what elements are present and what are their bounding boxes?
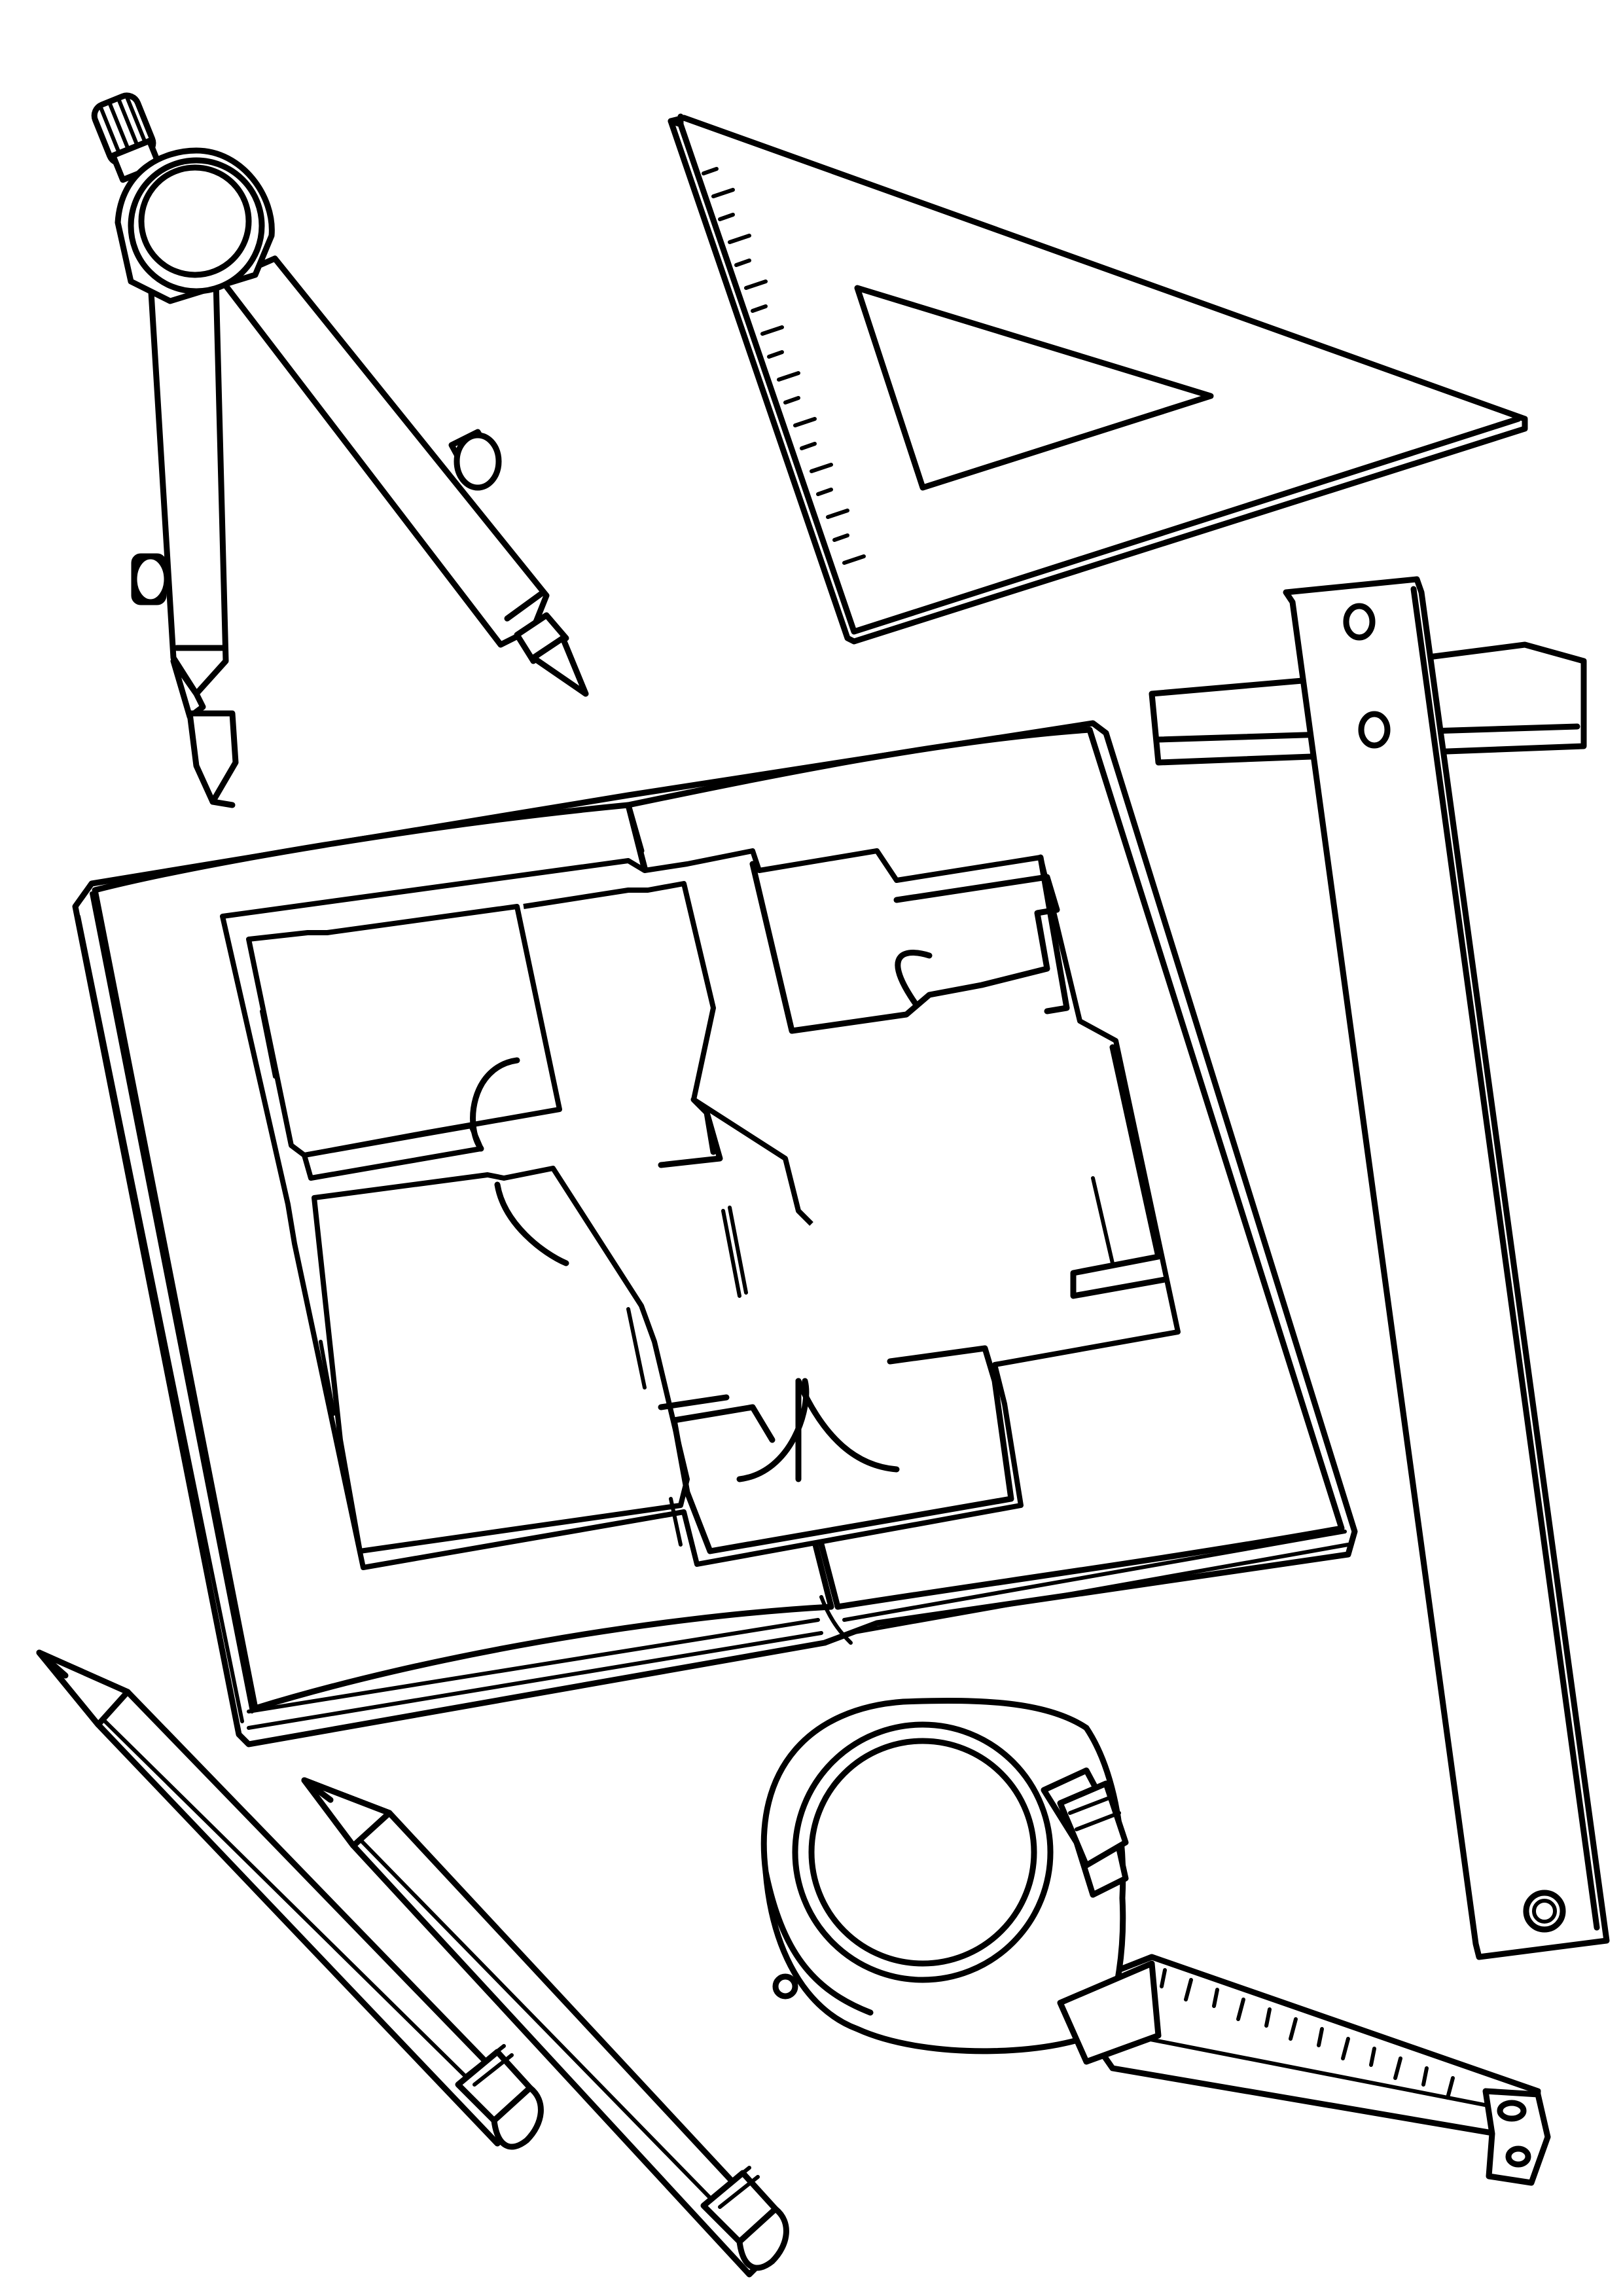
tape-ticks xyxy=(1160,1968,1455,2100)
pencil-icon xyxy=(301,1777,789,2278)
floor-plan xyxy=(220,848,1181,1570)
open-book-floor-plan-icon xyxy=(72,720,1358,1748)
drawing-compass-icon xyxy=(91,92,589,808)
t-square-ruler-icon xyxy=(1149,576,1610,1960)
pencil-icon xyxy=(36,1649,544,2150)
tape-measure-icon xyxy=(760,1697,1551,2186)
set-square-icon xyxy=(668,113,1528,645)
ruler-ticks xyxy=(702,167,866,565)
